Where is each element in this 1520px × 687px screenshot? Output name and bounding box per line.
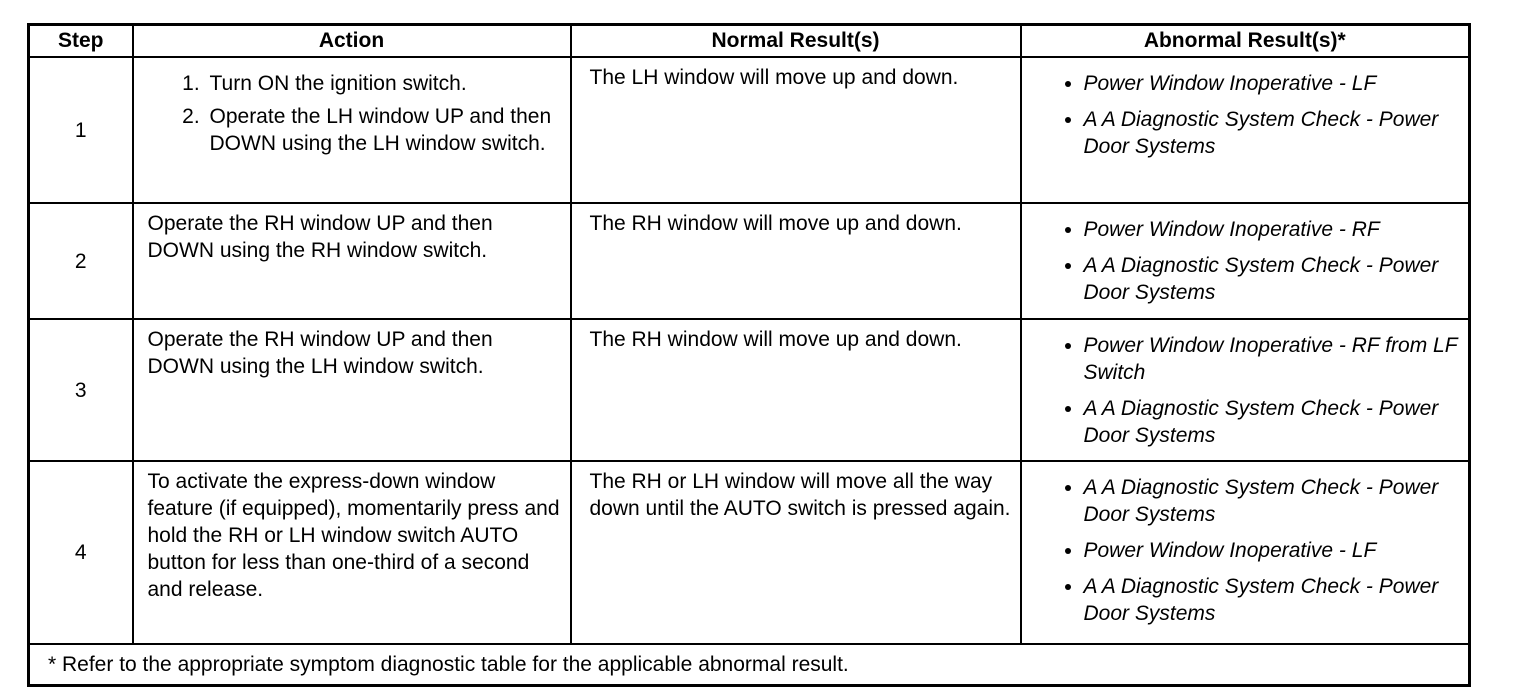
footnote: * Refer to the appropriate symptom diagn… (27, 643, 1471, 687)
abnormal-results-cell: Power Window Inoperative - RF A A Diagno… (1019, 202, 1471, 320)
abnormal-result-link[interactable]: A A Diagnostic System Check - Power Door… (1084, 395, 1459, 449)
header-abnormal-results: Abnormal Result(s)* (1019, 23, 1471, 58)
step-number: 4 (27, 460, 134, 645)
abnormal-result-link[interactable]: Power Window Inoperative - LF (1084, 537, 1459, 564)
action-cell: Turn ON the ignition switch. Operate the… (131, 56, 572, 204)
normal-result: The RH window will move up and down. (569, 318, 1022, 462)
normal-result: The LH window will move up and down. (569, 56, 1022, 204)
abnormal-result-link[interactable]: Power Window Inoperative - RF (1084, 216, 1459, 243)
action-steps-list: Turn ON the ignition switch. Operate the… (148, 70, 562, 157)
action-text: To activate the express-down window feat… (131, 460, 572, 645)
table-row: 2 Operate the RH window UP and then DOWN… (27, 202, 1471, 320)
normal-result: The RH or LH window will move all the wa… (569, 460, 1022, 645)
abnormal-result-link[interactable]: A A Diagnostic System Check - Power Door… (1084, 573, 1459, 627)
abnormal-result-link[interactable]: Power Window Inoperative - LF (1084, 70, 1459, 97)
abnormal-result-link[interactable]: A A Diagnostic System Check - Power Door… (1084, 106, 1459, 160)
abnormal-results-cell: Power Window Inoperative - LF A A Diagno… (1019, 56, 1471, 204)
normal-result: The RH window will move up and down. (569, 202, 1022, 320)
action-step: Turn ON the ignition switch. (206, 70, 562, 97)
footnote-row: * Refer to the appropriate symptom diagn… (27, 643, 1471, 687)
header-row: Step Action Normal Result(s) Abnormal Re… (27, 23, 1471, 58)
abnormal-results-cell: A A Diagnostic System Check - Power Door… (1019, 460, 1471, 645)
action-text: Operate the RH window UP and then DOWN u… (131, 318, 572, 462)
step-number: 1 (27, 56, 134, 204)
action-text: Operate the RH window UP and then DOWN u… (131, 202, 572, 320)
abnormal-results-list: Power Window Inoperative - LF A A Diagno… (1060, 70, 1459, 160)
step-number: 2 (27, 202, 134, 320)
abnormal-results-list: A A Diagnostic System Check - Power Door… (1060, 474, 1459, 627)
abnormal-results-cell: Power Window Inoperative - RF from LF Sw… (1019, 318, 1471, 462)
abnormal-results-list: Power Window Inoperative - RF from LF Sw… (1060, 332, 1459, 449)
abnormal-result-link[interactable]: A A Diagnostic System Check - Power Door… (1084, 252, 1459, 306)
diagnostic-table: Step Action Normal Result(s) Abnormal Re… (27, 23, 1471, 687)
abnormal-result-link[interactable]: A A Diagnostic System Check - Power Door… (1084, 474, 1459, 528)
table-row: 1 Turn ON the ignition switch. Operate t… (27, 56, 1471, 204)
table-row: 4 To activate the express-down window fe… (27, 460, 1471, 645)
header-normal-results: Normal Result(s) (569, 23, 1022, 58)
abnormal-result-link[interactable]: Power Window Inoperative - RF from LF Sw… (1084, 332, 1459, 386)
table-row: 3 Operate the RH window UP and then DOWN… (27, 318, 1471, 462)
step-number: 3 (27, 318, 134, 462)
header-action: Action (131, 23, 572, 58)
header-step: Step (27, 23, 134, 58)
abnormal-results-list: Power Window Inoperative - RF A A Diagno… (1060, 216, 1459, 306)
action-step: Operate the LH window UP and then DOWN u… (206, 103, 562, 157)
